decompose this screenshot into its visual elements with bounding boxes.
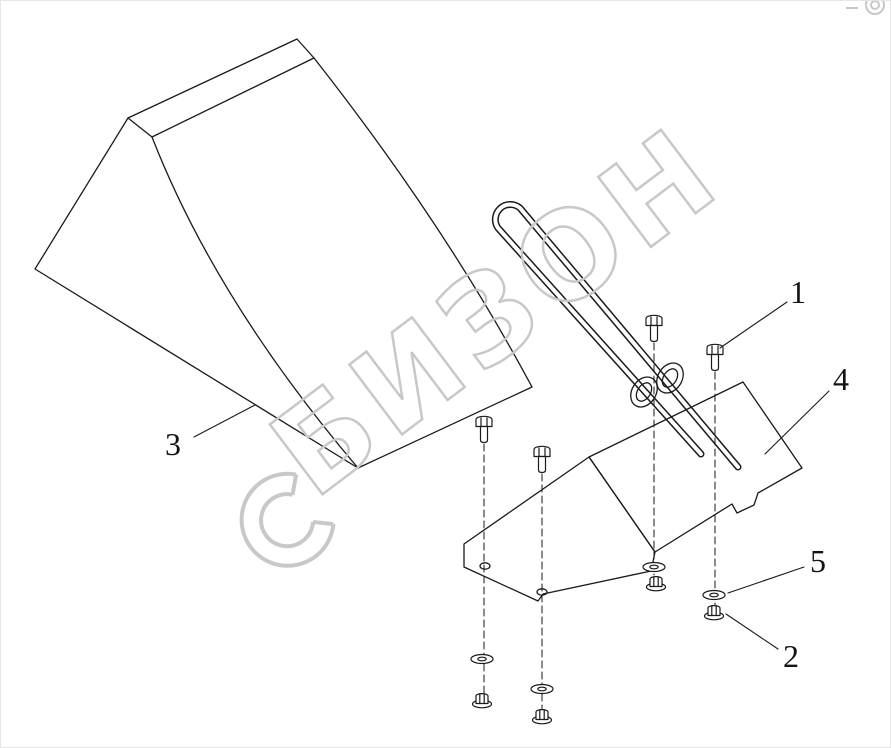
leader-lines xyxy=(193,301,830,650)
washer xyxy=(642,561,666,573)
leader-line-2 xyxy=(725,613,779,650)
flange-nut xyxy=(471,692,493,709)
flange-nut xyxy=(645,575,667,592)
callout-label-4: 4 xyxy=(833,361,849,397)
part-4-mounting-bracket xyxy=(463,381,803,602)
chock-crease xyxy=(151,136,359,469)
watermark-layer: БИЗОН xyxy=(239,1,885,568)
leader-line-4 xyxy=(764,390,830,455)
watermark-text: БИЗОН xyxy=(248,100,747,524)
hex-bolt xyxy=(645,314,663,343)
flange-nut xyxy=(531,708,553,725)
chock-ridge-edge xyxy=(127,57,315,138)
hex-bolt xyxy=(533,445,551,474)
bracket-inclined-face xyxy=(588,381,803,553)
washer xyxy=(470,653,494,665)
watermark-logo-icon xyxy=(239,471,336,568)
watermark-corner-mark xyxy=(846,1,885,15)
callout-label-2: 2 xyxy=(783,638,799,674)
bracket-flat-plate xyxy=(463,456,656,602)
flange-nut xyxy=(703,604,725,621)
chock-outline xyxy=(34,38,533,469)
bracket-hole xyxy=(479,562,491,570)
washer xyxy=(530,683,554,695)
callout-label-3: 3 xyxy=(165,426,181,462)
exploded-view-drawing xyxy=(34,38,830,725)
washer xyxy=(702,589,726,601)
hex-bolt xyxy=(475,415,493,444)
u-bolt-clamp xyxy=(491,201,742,471)
part-3-wheel-chock xyxy=(34,38,533,469)
leader-line-3 xyxy=(193,404,256,438)
assembly-center-lines xyxy=(483,342,716,712)
leader-line-1 xyxy=(719,301,788,349)
u-bolt-rod-inner xyxy=(493,202,740,469)
callout-label-1: 1 xyxy=(790,274,806,310)
callout-label-5: 5 xyxy=(810,543,826,579)
leader-line-5 xyxy=(727,566,805,594)
